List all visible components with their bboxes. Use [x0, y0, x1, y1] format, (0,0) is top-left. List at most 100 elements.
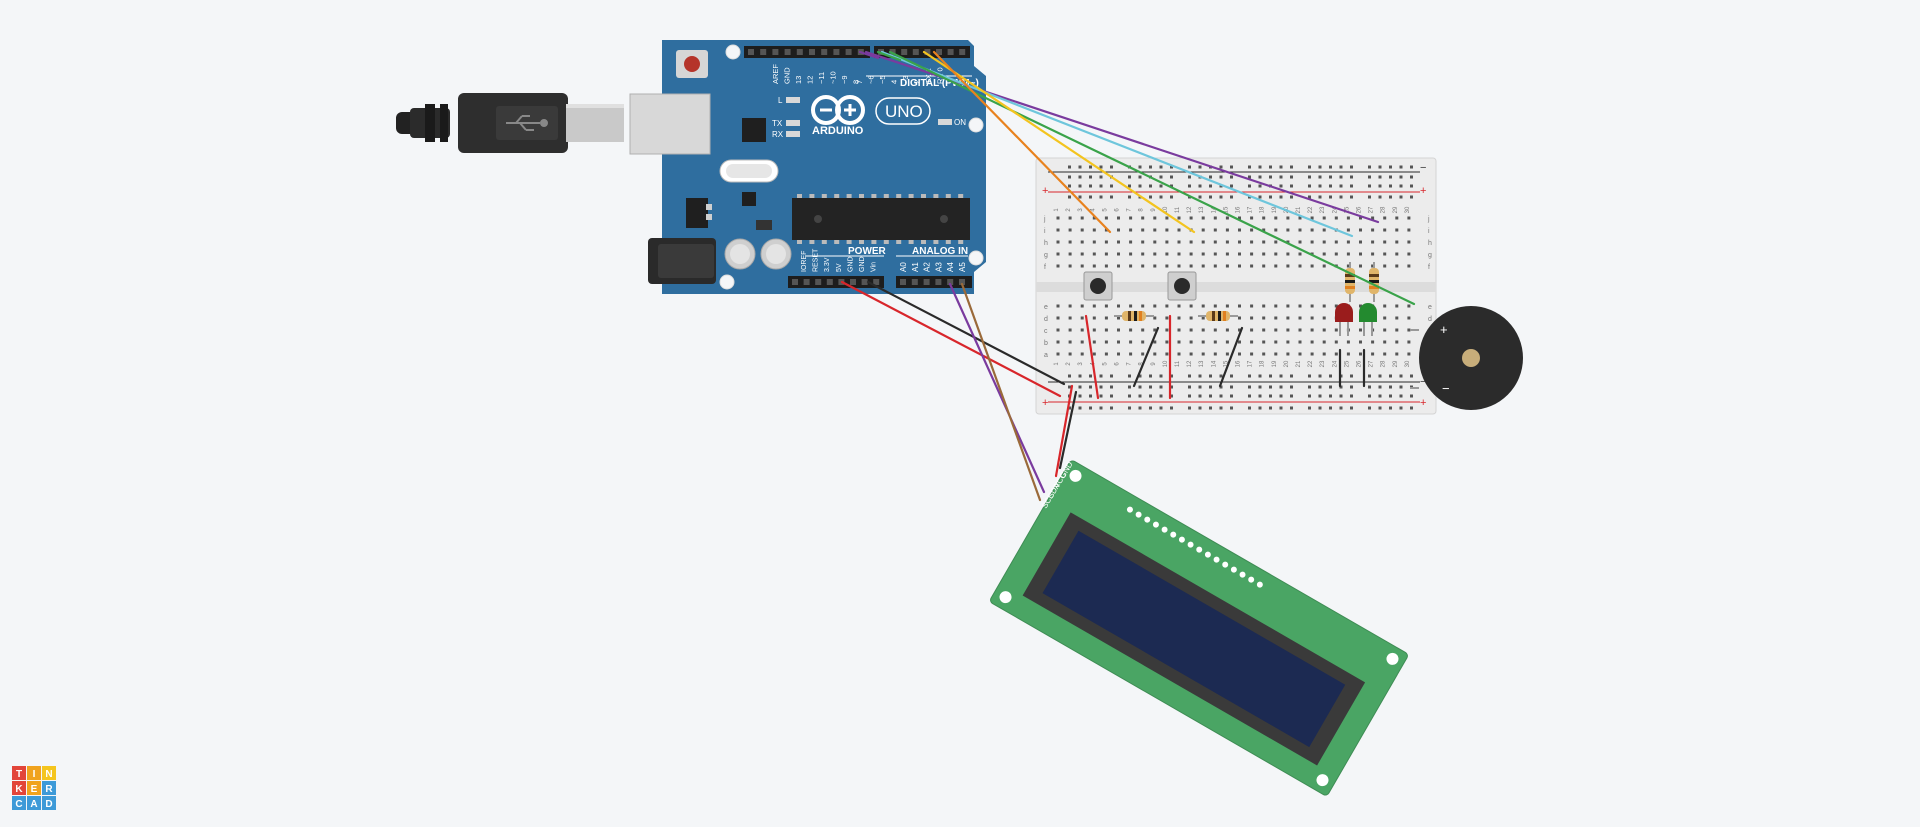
green-led[interactable]: [1359, 303, 1377, 336]
header-pin[interactable]: [748, 49, 754, 55]
breadboard-column-label: 6: [1115, 362, 1121, 366]
breadboard-column-label: 13: [1199, 206, 1205, 213]
pushbutton-1[interactable]: [1083, 271, 1113, 301]
breadboard-column-label: 12: [1187, 360, 1193, 367]
header-pin[interactable]: [924, 49, 931, 55]
header-pin[interactable]: [833, 49, 840, 55]
red-led[interactable]: [1335, 303, 1353, 336]
lcd-header-pins: [1126, 506, 1263, 588]
breadboard-column-label: 2: [1066, 208, 1072, 212]
breadboard-column-label: 9: [1151, 208, 1157, 212]
mounting-hole: [1316, 774, 1329, 787]
header-pin[interactable]: [760, 49, 767, 55]
breadboard-column-label: 28: [1381, 206, 1387, 213]
uno-model-text: UNO: [885, 102, 923, 121]
power-pin-label: GND: [859, 256, 866, 272]
reset-button-cap[interactable]: [684, 56, 700, 72]
smd-component: [756, 220, 772, 230]
header-pin[interactable]: [889, 49, 896, 55]
logo-letter: A: [30, 799, 37, 810]
header-pin-label: ~6: [867, 75, 876, 84]
pushbutton-cap[interactable]: [1174, 278, 1190, 294]
resistor-1[interactable]: [1114, 311, 1154, 321]
buzzer-center: [1462, 349, 1480, 367]
breadboard-column-label: 15: [1223, 360, 1229, 367]
mounting-hole: [968, 250, 984, 266]
header-pin[interactable]: [826, 279, 833, 285]
header-pin[interactable]: [796, 49, 803, 55]
header-pin[interactable]: [809, 49, 815, 55]
l-led-label: L: [778, 96, 783, 105]
logo-tile: [27, 766, 41, 780]
usb-cable[interactable]: [396, 93, 624, 153]
resistor-2[interactable]: [1198, 311, 1238, 321]
smd-component: [742, 192, 756, 206]
header-pin[interactable]: [873, 279, 880, 285]
wire-cyan-d5: [880, 50, 1354, 238]
breadboard-column-label: 27: [1369, 206, 1375, 213]
lcd-16x2-i2c[interactable]: [989, 459, 1409, 796]
header-pin[interactable]: [900, 279, 906, 285]
wire-green-d4: [888, 50, 1416, 306]
lcd-screen: [1042, 530, 1346, 748]
breadboard-column-label: 18: [1260, 360, 1266, 367]
header-pin[interactable]: [947, 279, 954, 285]
breadboard-column-label: 21: [1296, 206, 1302, 213]
header-pin[interactable]: [803, 279, 810, 285]
mounting-hole: [1069, 469, 1082, 482]
resistor-4[interactable]: [1369, 262, 1379, 302]
header-pin[interactable]: [821, 49, 828, 55]
rail-plus-label: +: [1420, 185, 1426, 197]
breadboard-column-label: 3: [1078, 362, 1084, 366]
usb-icon: [506, 115, 548, 131]
header-pin[interactable]: [784, 49, 791, 55]
header-pin[interactable]: [935, 279, 942, 285]
header-pin-label: 8: [852, 80, 861, 84]
breadboard-column-label: 12: [1187, 206, 1193, 213]
breadboard-column-label: 8: [1139, 362, 1145, 366]
breadboard-column-label: 5: [1102, 362, 1108, 366]
header-pin[interactable]: [815, 279, 822, 285]
breadboard-column-labels: 1122334455667788991010111112121313141415…: [1054, 206, 1411, 367]
rail-minus-label: −: [1420, 376, 1426, 388]
header-pin[interactable]: [792, 279, 798, 285]
header-pin-label: ~3: [901, 75, 910, 84]
header-pin[interactable]: [911, 279, 918, 285]
header-pin[interactable]: [959, 49, 966, 55]
breadboard-column-label: 18: [1260, 206, 1266, 213]
header-pin[interactable]: [901, 49, 908, 55]
breadboard-row-label: i: [1044, 228, 1046, 235]
logo-letter: I: [33, 769, 36, 780]
breadboard[interactable]: + + − + + − 1122334455667788991010111112…: [1035, 157, 1437, 415]
breadboard-column-label: 4: [1090, 208, 1096, 212]
logo-tile: [42, 796, 56, 810]
pushbutton-2[interactable]: [1167, 271, 1197, 301]
breadboard-row-label: f: [1044, 264, 1046, 271]
wires[interactable]: [840, 50, 1416, 502]
breadboard-column-label: 1: [1054, 208, 1060, 212]
tx-led: [786, 120, 800, 126]
header-pin[interactable]: [947, 49, 954, 55]
header-pin[interactable]: [912, 49, 919, 55]
breadboard-holes: [1056, 165, 1413, 410]
header-pin[interactable]: [861, 279, 868, 285]
header-pin[interactable]: [936, 49, 942, 55]
piezo-buzzer[interactable]: + −: [1410, 306, 1523, 410]
breadboard-column-label: 23: [1320, 206, 1326, 213]
header-pin[interactable]: [845, 49, 852, 55]
breadboard-column-label: 26: [1357, 206, 1363, 213]
header-pin[interactable]: [923, 279, 930, 285]
logo-letter: E: [31, 784, 38, 795]
pushbutton-cap[interactable]: [1090, 278, 1106, 294]
breadboard-column-label: 6: [1115, 208, 1121, 212]
wire-red-5v: [840, 280, 1062, 398]
header-pin[interactable]: [959, 279, 965, 285]
header-pin[interactable]: [850, 279, 856, 285]
breadboard-column-label: 28: [1381, 360, 1387, 367]
wire-brown-a5: [960, 282, 1042, 502]
header-pin[interactable]: [772, 49, 779, 55]
